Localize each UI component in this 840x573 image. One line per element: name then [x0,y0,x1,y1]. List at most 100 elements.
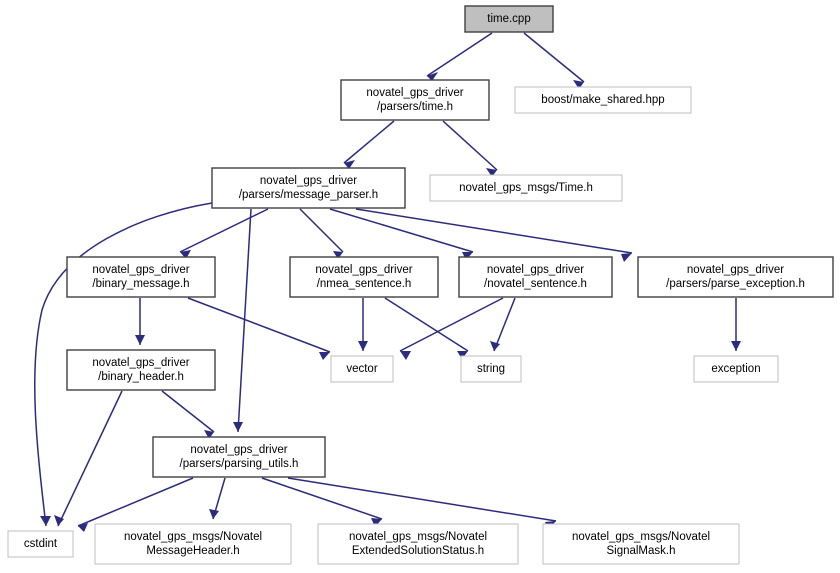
node-label: novatel_gps_driver [687,264,784,276]
arrowhead-icon [486,168,497,177]
node-boost_make_shared[interactable]: boost/make_shared.hpp [514,86,692,114]
arrowhead-icon [40,516,51,526]
edge-parsing_utils_h-to-msgs_ext_solution_status [261,477,383,527]
edge-binary_header_h-to-parsing_utils_h [161,390,215,439]
node-label: novatel_gps_msgs/Time.h [459,182,593,194]
node-label: cstdint [24,538,58,550]
node-parse_exception_h[interactable]: novatel_gps_driver/parsers/parse_excepti… [637,256,834,298]
node-box[interactable] [66,256,216,298]
edge-line [493,297,516,352]
node-label: novatel_gps_driver [92,357,189,369]
node-box[interactable] [7,530,74,558]
edge-line [237,208,252,433]
edge-line [399,297,504,352]
edge-line [355,208,633,254]
node-msgs_ext_solution_status[interactable]: novatel_gps_msgs/NovatelExtendedSolution… [317,523,519,565]
node-box[interactable] [542,523,740,565]
node-label: /parsers/message_parser.h [239,189,378,201]
node-label: time.cpp [487,13,530,25]
arrowhead-icon [490,341,500,351]
node-box[interactable] [429,174,623,202]
node-box[interactable] [66,349,216,391]
node-label: /parsers/parse_exception.h [666,278,805,290]
node-label: SignalMask.h [606,545,675,557]
edge-message_parser_h-to-cstdint [34,202,213,527]
node-label: /binary_message.h [92,278,189,290]
node-label: novatel_gps_driver [92,264,189,276]
edge-line [57,390,123,527]
node-label: novatel_gps_driver [487,264,584,276]
arrowhead-icon [333,251,343,259]
edge-binary_header_h-to-cstdint [54,390,123,527]
node-binary_header_h[interactable]: novatel_gps_driver/binary_header.h [66,349,216,391]
arrowhead-icon [78,523,88,532]
edge-parsing_utils_h-to-msgs_message_header [209,477,226,520]
node-box[interactable] [317,523,519,565]
node-message_parser_h[interactable]: novatel_gps_driver/parsers/message_parse… [211,167,406,209]
arrowhead-icon [427,72,438,81]
edge-line [523,32,585,83]
node-exception[interactable]: exception [693,355,779,383]
node-vector[interactable]: vector [330,355,394,383]
edge-line [329,208,474,253]
edge-line [187,297,331,353]
edge-line [384,297,469,352]
node-label: MessageHeader.h [146,545,239,557]
edge-line [261,477,383,520]
node-box[interactable] [693,355,779,383]
edge-nmea_sentence_h-to-vector [358,298,368,351]
edge-message_parser_h-to-binary_message_h [179,208,269,259]
node-binary_message_h[interactable]: novatel_gps_driver/binary_message.h [66,256,216,298]
node-box[interactable] [289,256,439,298]
edge-time_cpp-to-boost_make_shared [523,32,585,89]
node-box[interactable] [330,355,394,383]
node-box[interactable] [211,167,406,209]
node-box[interactable] [464,5,554,33]
edge-message_parser_h-to-parsing_utils_h [233,208,252,433]
edge-binary_message_h-to-vector [187,297,331,360]
arrowhead-icon [358,341,368,351]
node-cstdint[interactable]: cstdint [7,530,74,558]
node-parsing_utils_h[interactable]: novatel_gps_driver/parsers/parsing_utils… [152,436,326,478]
node-box[interactable] [94,523,292,565]
node-parsers_time_h[interactable]: novatel_gps_driver/parsers/time.h [340,79,490,121]
node-label: novatel_gps_driver [366,87,463,99]
node-nmea_sentence_h[interactable]: novatel_gps_driver/nmea_sentence.h [289,256,439,298]
edge-parse_exception_h-to-exception [731,298,741,351]
edge-line [426,32,493,77]
arrowhead-icon [573,80,584,89]
node-box[interactable] [460,355,522,383]
edge-message_parser_h-to-novatel_sentence_h [329,208,474,260]
node-time_cpp[interactable]: time.cpp [464,5,554,33]
edge-layer [34,32,741,532]
node-label: exception [711,363,760,375]
edge-message_parser_h-to-nmea_sentence_h [299,208,344,259]
node-label: /parsers/parsing_utils.h [180,458,299,470]
node-label: novatel_gps_driver [315,264,412,276]
arrowhead-icon [54,515,64,526]
arrowhead-icon [233,422,243,432]
node-label: string [477,363,505,375]
node-label: /binary_header.h [98,371,184,383]
node-box[interactable] [637,256,834,298]
arrowhead-icon [319,352,330,360]
node-label: /parsers/time.h [377,101,453,113]
arrowhead-icon [344,160,355,169]
node-box[interactable] [458,256,613,298]
node-string[interactable]: string [460,355,522,383]
node-msgs_time_h[interactable]: novatel_gps_msgs/Time.h [429,174,623,202]
arrowhead-icon [731,341,741,351]
node-box[interactable] [152,436,326,478]
node-box[interactable] [514,86,692,114]
edge-binary_message_h-to-binary_header_h [135,298,145,345]
edge-novatel_sentence_h-to-string [490,297,516,352]
node-box[interactable] [340,79,490,121]
node-novatel_sentence_h[interactable]: novatel_gps_driver/novatel_sentence.h [458,256,613,298]
arrowhead-icon [371,518,382,527]
arrowhead-icon [400,351,411,360]
edge-message_parser_h-to-parse_exception_h [355,208,633,262]
arrowhead-icon [204,430,214,439]
edge-line [287,477,557,522]
